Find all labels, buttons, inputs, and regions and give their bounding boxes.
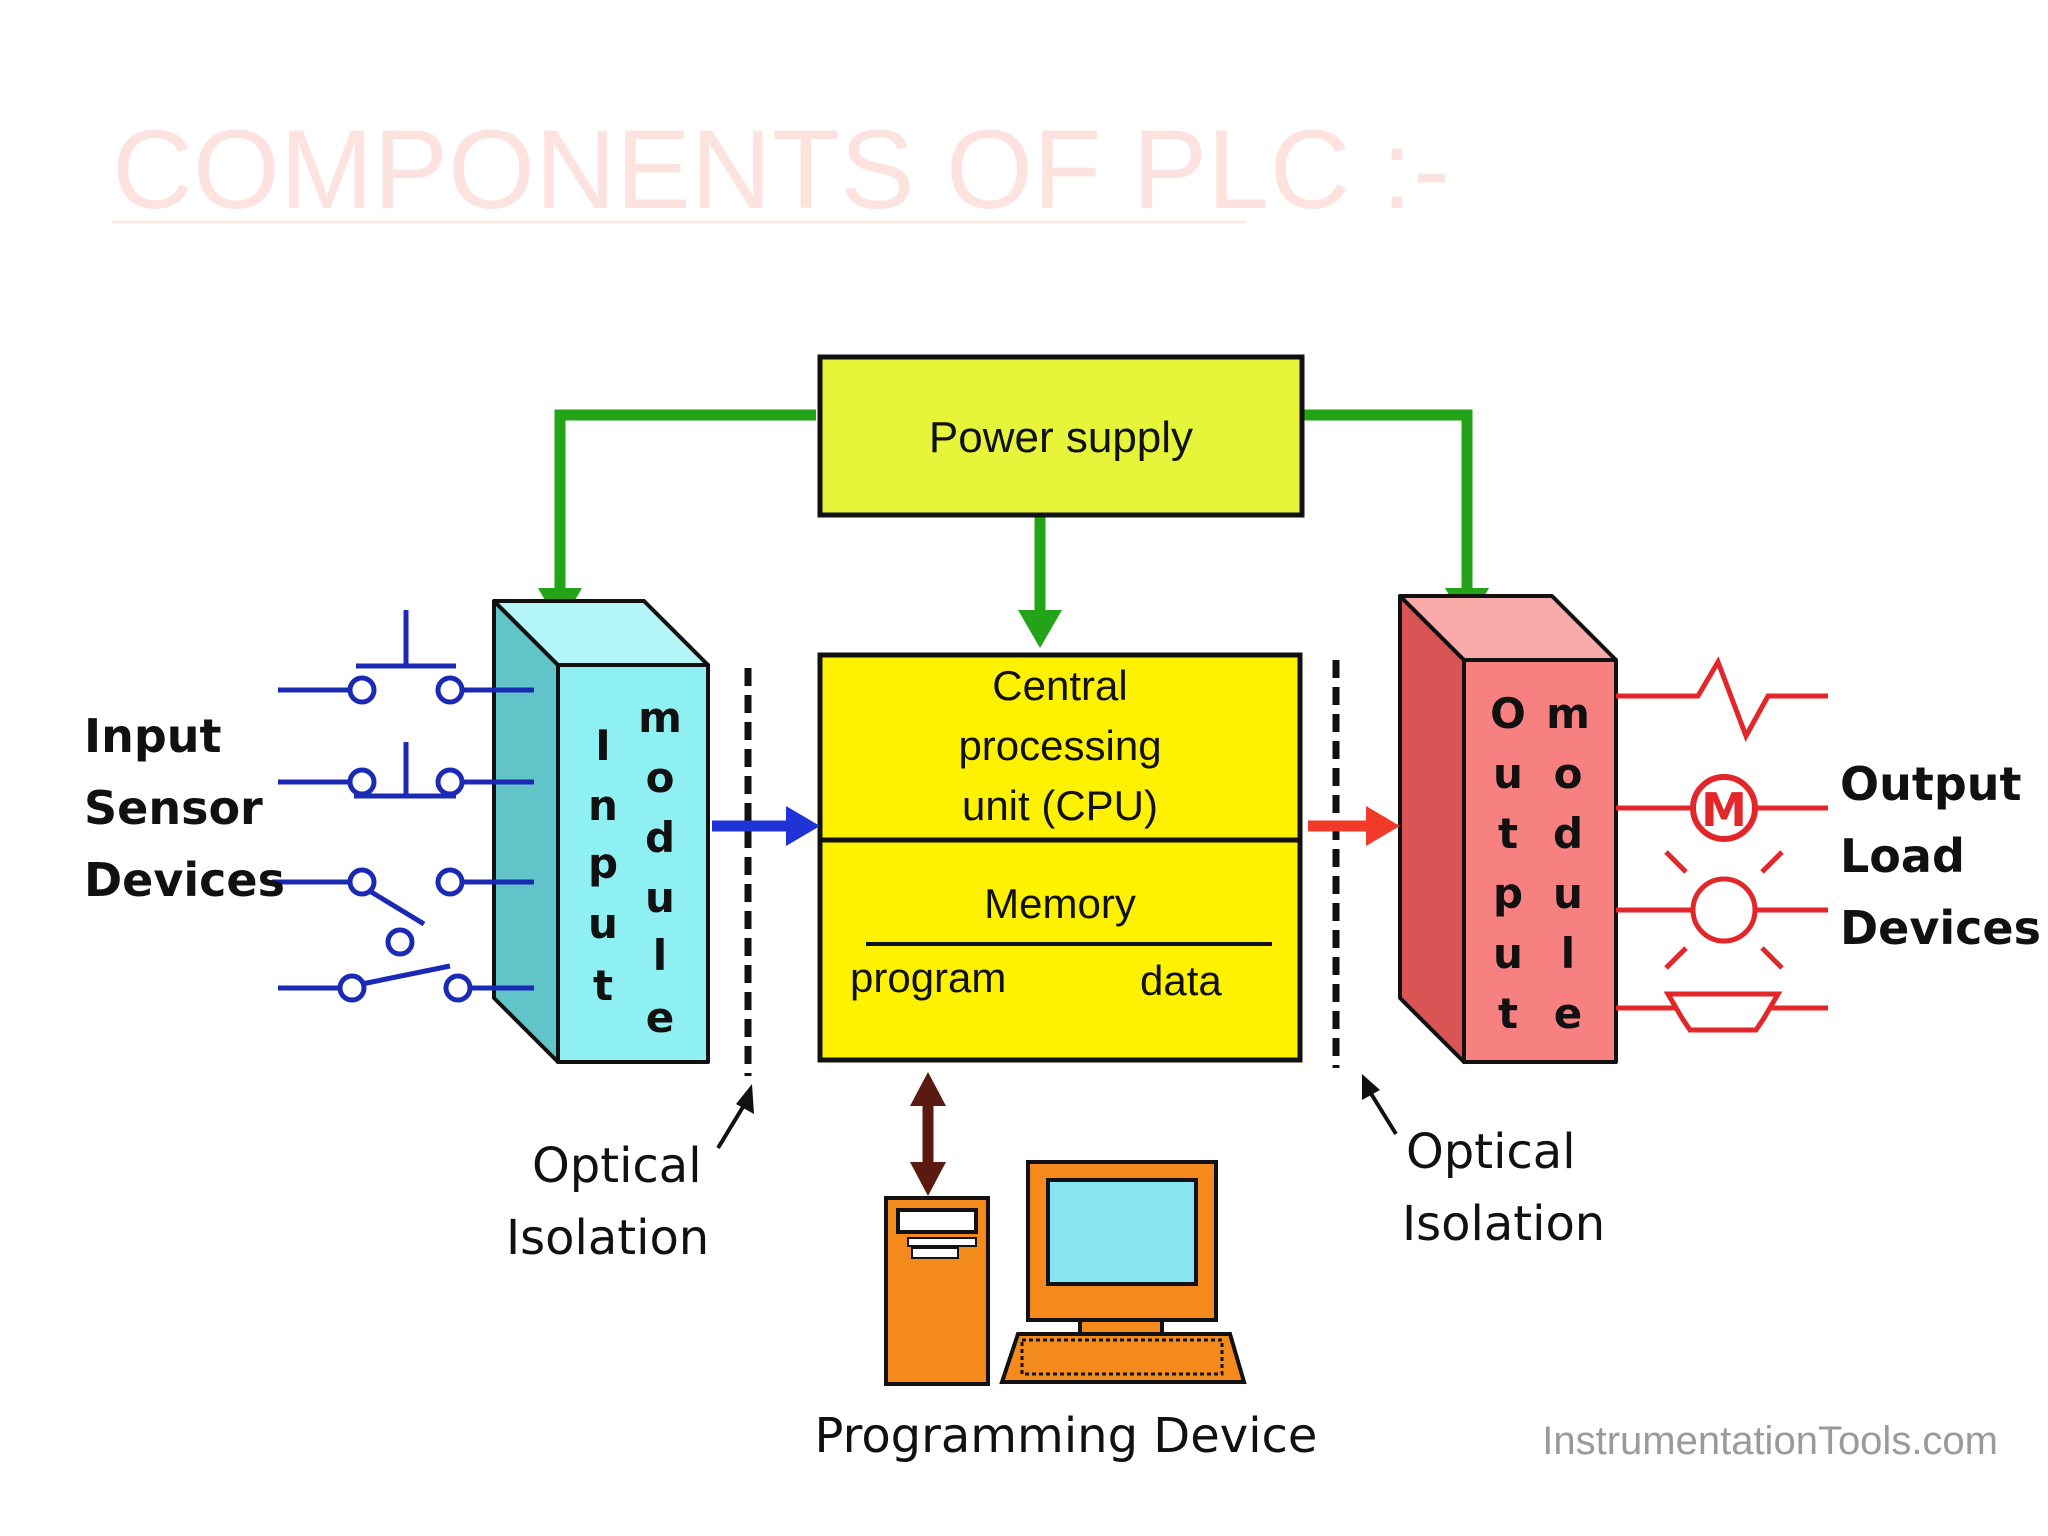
input-module bbox=[492, 599, 710, 1064]
power-distribution-lines bbox=[554, 409, 1473, 612]
input-module-letter: e bbox=[646, 993, 675, 1042]
optical-left-pointer bbox=[716, 1100, 748, 1150]
optical-right-pointer bbox=[1368, 1090, 1398, 1136]
computer-screen bbox=[1046, 1178, 1198, 1286]
programming-device-computer bbox=[884, 1160, 1247, 1386]
motor-letter: M bbox=[1701, 783, 1747, 837]
input-devices-line: Sensor bbox=[84, 781, 263, 835]
output-module-letter: d bbox=[1553, 809, 1583, 858]
output-letter: t bbox=[1498, 989, 1518, 1038]
horn-symbol bbox=[1663, 991, 1783, 1033]
slide-title: COMPONENTS OF PLC :- bbox=[112, 107, 1450, 232]
input-module-letter: o bbox=[646, 753, 675, 802]
input-module-letter: d bbox=[645, 813, 675, 862]
cpu-label-line-1: Central bbox=[992, 662, 1127, 709]
memory-label: Memory bbox=[984, 880, 1136, 927]
memory-data-label: data bbox=[1140, 957, 1222, 1004]
programming-link-arrowhead-down bbox=[910, 1162, 946, 1196]
input-devices-line: Devices bbox=[84, 853, 285, 907]
output-module-letter: o bbox=[1554, 749, 1583, 798]
computer-base bbox=[1078, 1318, 1164, 1336]
input-module-letter: l bbox=[653, 931, 667, 980]
cpu-label-line-3: unit (CPU) bbox=[962, 782, 1158, 829]
optical-right-line: Isolation bbox=[1402, 1196, 1605, 1252]
output-letter: u bbox=[1493, 929, 1523, 978]
watermark: InstrumentationTools.com bbox=[1542, 1419, 1998, 1463]
output-devices-line: Devices bbox=[1840, 901, 2041, 955]
input-module-front bbox=[556, 663, 710, 1064]
output-devices-line: Output bbox=[1840, 757, 2022, 811]
keyboard-keys bbox=[1020, 1338, 1224, 1376]
input-signal-arrowhead bbox=[786, 806, 820, 846]
input-module-letter: m bbox=[638, 693, 682, 742]
optical-right-line: Optical bbox=[1406, 1124, 1576, 1180]
output-module-front bbox=[1462, 658, 1618, 1064]
output-load-wiring bbox=[1616, 656, 1828, 1033]
optical-isolation-label-right: Optical Isolation bbox=[1402, 1124, 1605, 1252]
input-sensor-devices-label: Input Sensor Devices bbox=[84, 709, 285, 907]
programming-device-label: Programming Device bbox=[815, 1408, 1318, 1464]
lamp-symbol bbox=[1690, 876, 1758, 944]
tower-drive-bay-3 bbox=[911, 1247, 959, 1259]
input-letter: p bbox=[588, 839, 618, 888]
cpu-box bbox=[817, 652, 1303, 1063]
tower-drive-bay-2 bbox=[907, 1237, 977, 1247]
optical-left-line: Optical bbox=[532, 1138, 702, 1194]
tower-drive-bay-1 bbox=[896, 1208, 978, 1234]
input-devices-line: Input bbox=[84, 709, 222, 763]
optical-isolation-label-left: Optical Isolation bbox=[506, 1138, 709, 1266]
output-signal-arrowhead bbox=[1366, 806, 1400, 846]
output-module bbox=[1398, 594, 1618, 1064]
output-module-side bbox=[1398, 594, 1466, 1064]
input-module-letters: I n p u t m o d u l e bbox=[588, 693, 682, 1042]
optical-left-pointer-head bbox=[736, 1084, 754, 1114]
output-letter: p bbox=[1493, 869, 1523, 918]
output-letter: O bbox=[1490, 689, 1526, 738]
output-module-letter: e bbox=[1554, 989, 1583, 1038]
optical-right-pointer-head bbox=[1362, 1074, 1380, 1100]
input-letter: t bbox=[593, 961, 613, 1010]
computer-keyboard bbox=[999, 1332, 1247, 1384]
output-letter: t bbox=[1498, 809, 1518, 858]
input-letter: u bbox=[588, 899, 618, 948]
input-sensor-wiring bbox=[272, 610, 534, 1003]
input-letter: n bbox=[588, 781, 618, 830]
programming-link-arrowhead-up bbox=[910, 1072, 946, 1106]
input-module-side bbox=[492, 599, 560, 1064]
power-supply-label: Power supply bbox=[929, 413, 1193, 462]
cpu-label-line-2: processing bbox=[958, 722, 1161, 769]
output-module-letter: u bbox=[1553, 869, 1583, 918]
optical-left-line: Isolation bbox=[506, 1210, 709, 1266]
memory-program-label: program bbox=[850, 954, 1006, 1001]
power-supply-box bbox=[817, 354, 1305, 518]
output-module-letter: l bbox=[1561, 929, 1575, 978]
output-module-letters: O u t p u t m o d u l e bbox=[1490, 689, 1590, 1038]
output-devices-line: Load bbox=[1840, 829, 1965, 883]
input-letter: I bbox=[595, 721, 611, 770]
output-module-letter: m bbox=[1546, 689, 1590, 738]
output-letter: u bbox=[1493, 749, 1523, 798]
motor-symbol bbox=[1690, 774, 1758, 842]
output-load-devices-label: Output Load Devices bbox=[1840, 757, 2041, 955]
input-module-letter: u bbox=[645, 873, 675, 922]
